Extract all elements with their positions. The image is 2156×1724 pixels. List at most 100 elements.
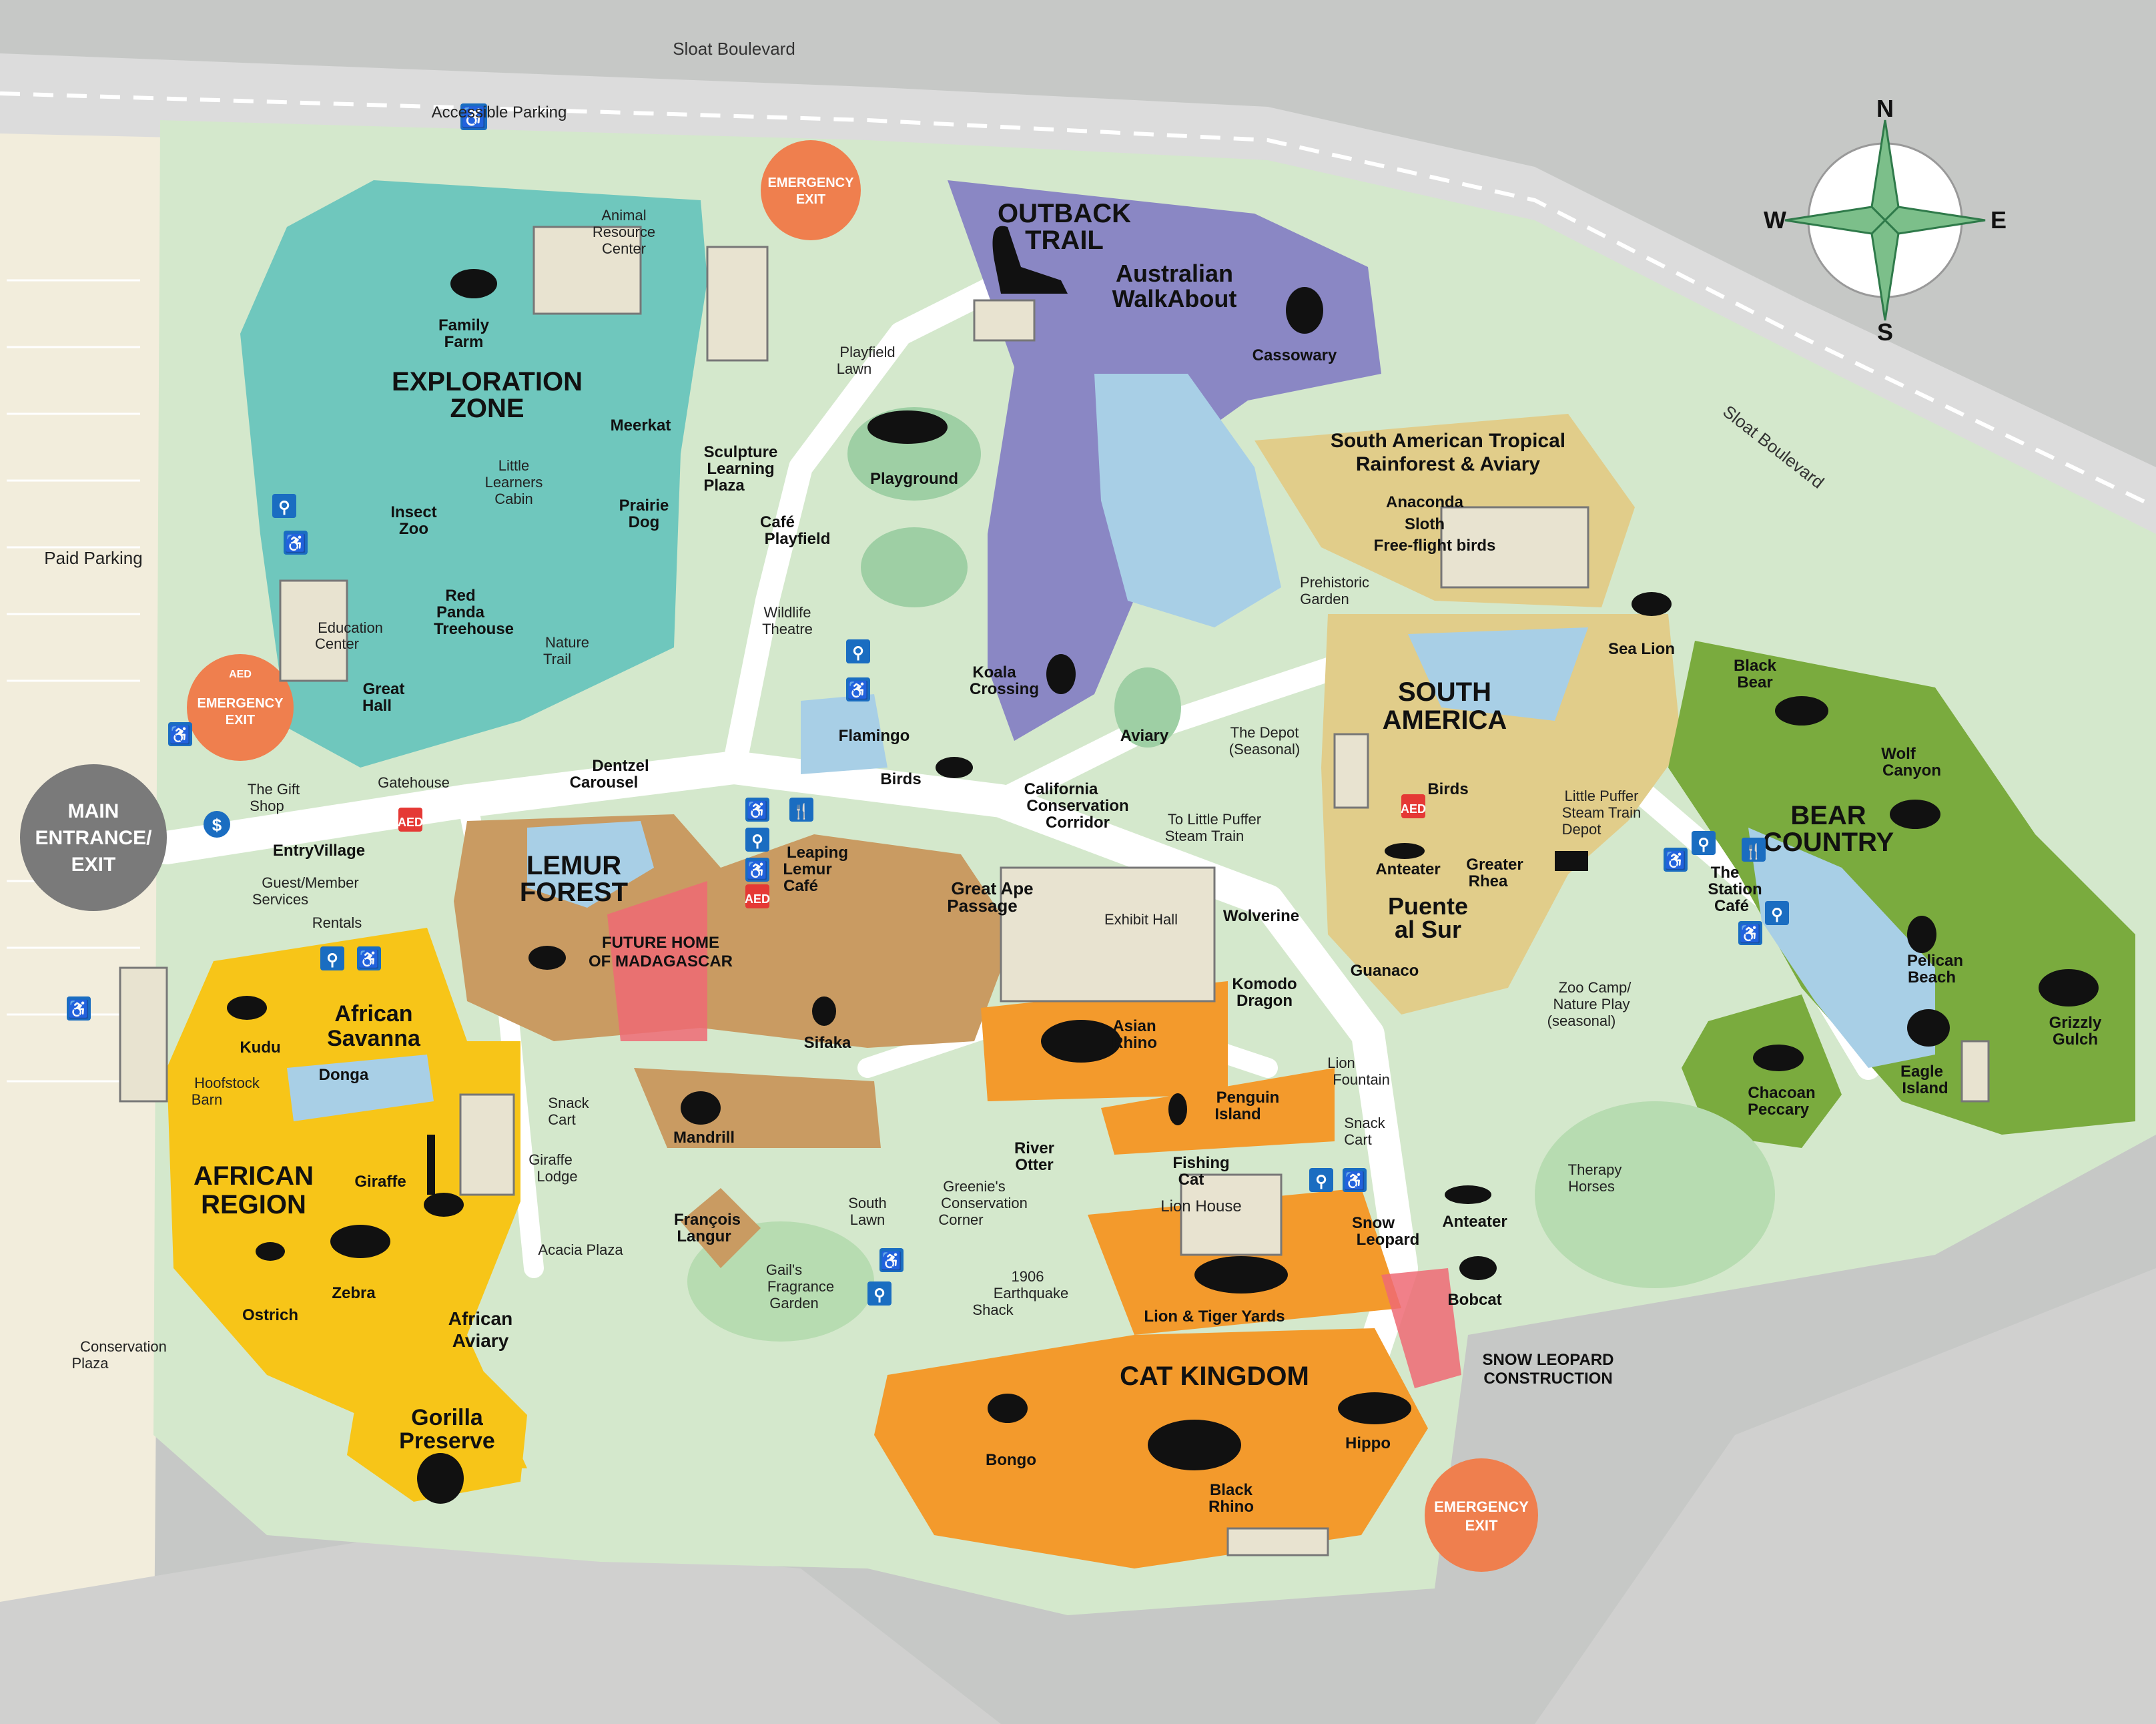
svg-text:Conservation: Conservation <box>1026 797 1128 815</box>
exploration-zone-area[interactable] <box>240 180 707 768</box>
emergency-exit-bottom[interactable]: EMERGENCY EXIT <box>1425 1458 1538 1572</box>
svg-text:African: African <box>334 1001 412 1027</box>
poi-acacia-plaza: Acacia Plaza <box>538 1241 623 1258</box>
lion-house-building <box>1180 1173 1283 1256</box>
svg-text:♿: ♿ <box>285 533 306 553</box>
compass-s: S <box>1877 318 1893 346</box>
svg-text:Accessible Parking: Accessible Parking <box>432 103 567 121</box>
mandrill-icon <box>681 1091 721 1125</box>
poi-ostrich: Ostrich <box>242 1306 298 1324</box>
gorilla-preserve-area[interactable] <box>347 1368 527 1502</box>
svg-text:(Seasonal): (Seasonal) <box>1229 741 1300 758</box>
svg-text:⚲: ⚲ <box>852 644 864 662</box>
poi-sifaka: Sifaka <box>804 1034 851 1052</box>
african-region-area[interactable] <box>167 928 527 1468</box>
accessible-icon: ♿ <box>461 105 486 129</box>
aed-icon: AED <box>745 884 770 908</box>
poi-rentals: Rentals <box>312 914 362 931</box>
penguin-icon <box>1168 1093 1187 1125</box>
svg-text:MAIN: MAIN <box>68 800 119 822</box>
svg-text:🍴: 🍴 <box>792 803 810 820</box>
hippo-icon <box>1338 1392 1411 1424</box>
svg-text:Gail's: Gail's <box>766 1261 802 1278</box>
svg-text:Greenie's: Greenie's <box>943 1178 1005 1195</box>
svg-text:1906: 1906 <box>1012 1268 1044 1285</box>
svg-text:Panda: Panda <box>436 603 485 621</box>
education-center-building <box>279 579 348 682</box>
svg-text:Giraffe: Giraffe <box>528 1151 573 1168</box>
svg-text:Therapy: Therapy <box>1568 1161 1622 1178</box>
emergency-exit-left[interactable]: AED EMERGENCY EXIT <box>187 654 294 761</box>
south-america-area[interactable] <box>1321 614 1682 1015</box>
svg-text:Little: Little <box>498 457 529 474</box>
svg-text:Pelican: Pelican <box>1907 952 1963 970</box>
svg-text:Corridor: Corridor <box>1046 814 1110 832</box>
langur-area[interactable] <box>681 1188 761 1268</box>
accessible-parking[interactable]: ♿ Accessible Parking <box>432 103 567 130</box>
svg-text:BEAR: BEAR <box>1790 801 1866 830</box>
svg-text:Komodo: Komodo <box>1232 975 1297 993</box>
svg-text:Playfield: Playfield <box>839 344 895 360</box>
svg-text:Family: Family <box>438 316 490 334</box>
svg-text:Cart: Cart <box>548 1111 576 1128</box>
paid-parking-lot[interactable] <box>0 100 167 1724</box>
svg-text:♿: ♿ <box>747 800 768 820</box>
tree-icon <box>867 410 948 444</box>
svg-text:Leopard: Leopard <box>1357 1231 1420 1249</box>
bear-country-area[interactable] <box>1668 641 2135 1135</box>
svg-text:The Gift: The Gift <box>248 781 300 798</box>
emergency-exit-top[interactable]: EMERGENCY EXIT <box>761 140 861 240</box>
main-entrance-exit[interactable]: MAIN ENTRANCE/ EXIT <box>20 764 167 911</box>
svg-text:Little Puffer: Little Puffer <box>1565 788 1639 804</box>
outback-lake <box>1094 374 1281 627</box>
svg-text:EXIT: EXIT <box>226 713 255 728</box>
therapy-horses-area[interactable] <box>1535 1101 1775 1288</box>
zone-african-savanna: African Savanna <box>327 1001 421 1051</box>
svg-text:Fishing: Fishing <box>1172 1154 1229 1172</box>
svg-text:Asian: Asian <box>1112 1017 1156 1035</box>
food-icon: 🍴 <box>789 798 813 822</box>
svg-text:OF MADAGASCAR: OF MADAGASCAR <box>589 952 733 970</box>
svg-text:Rhea: Rhea <box>1469 872 1508 890</box>
svg-text:Animal: Animal <box>601 207 646 224</box>
svg-text:Wildlife: Wildlife <box>764 604 811 621</box>
svg-text:The Depot: The Depot <box>1230 724 1299 741</box>
svg-text:Shack: Shack <box>972 1302 1014 1318</box>
paid-parking-label: Paid Parking <box>44 548 142 568</box>
penguin-island-area[interactable] <box>1101 1068 1335 1155</box>
poi-anteater-cat: Anteater <box>1442 1213 1507 1231</box>
svg-text:⚲: ⚲ <box>1315 1173 1327 1191</box>
zebra-icon <box>330 1225 390 1258</box>
svg-text:Theatre: Theatre <box>762 621 813 637</box>
madagascar-construction[interactable]: FUTURE HOME OF MADAGASCAR <box>589 881 733 1041</box>
svg-text:COUNTRY: COUNTRY <box>1763 828 1894 857</box>
bobcat-icon <box>1459 1256 1497 1280</box>
svg-text:South American Tropical: South American Tropical <box>1331 430 1565 452</box>
poi-hippo: Hippo <box>1345 1434 1391 1452</box>
poi-meerkat: Meerkat <box>611 416 671 435</box>
svg-text:(seasonal): (seasonal) <box>1547 1013 1616 1029</box>
svg-text:Café: Café <box>760 513 795 531</box>
svg-text:CONSTRUCTION: CONSTRUCTION <box>1483 1370 1612 1388</box>
svg-text:Plaza: Plaza <box>71 1355 109 1372</box>
restroom-icon: ⚲ <box>846 639 870 663</box>
zone-outback: OUTBACK TRAIL Australian WalkAbout <box>998 199 1236 312</box>
grizzly-building <box>1960 1040 1990 1103</box>
snow-leopard-construction[interactable]: SNOW LEOPARD CONSTRUCTION <box>1381 1268 1613 1388</box>
